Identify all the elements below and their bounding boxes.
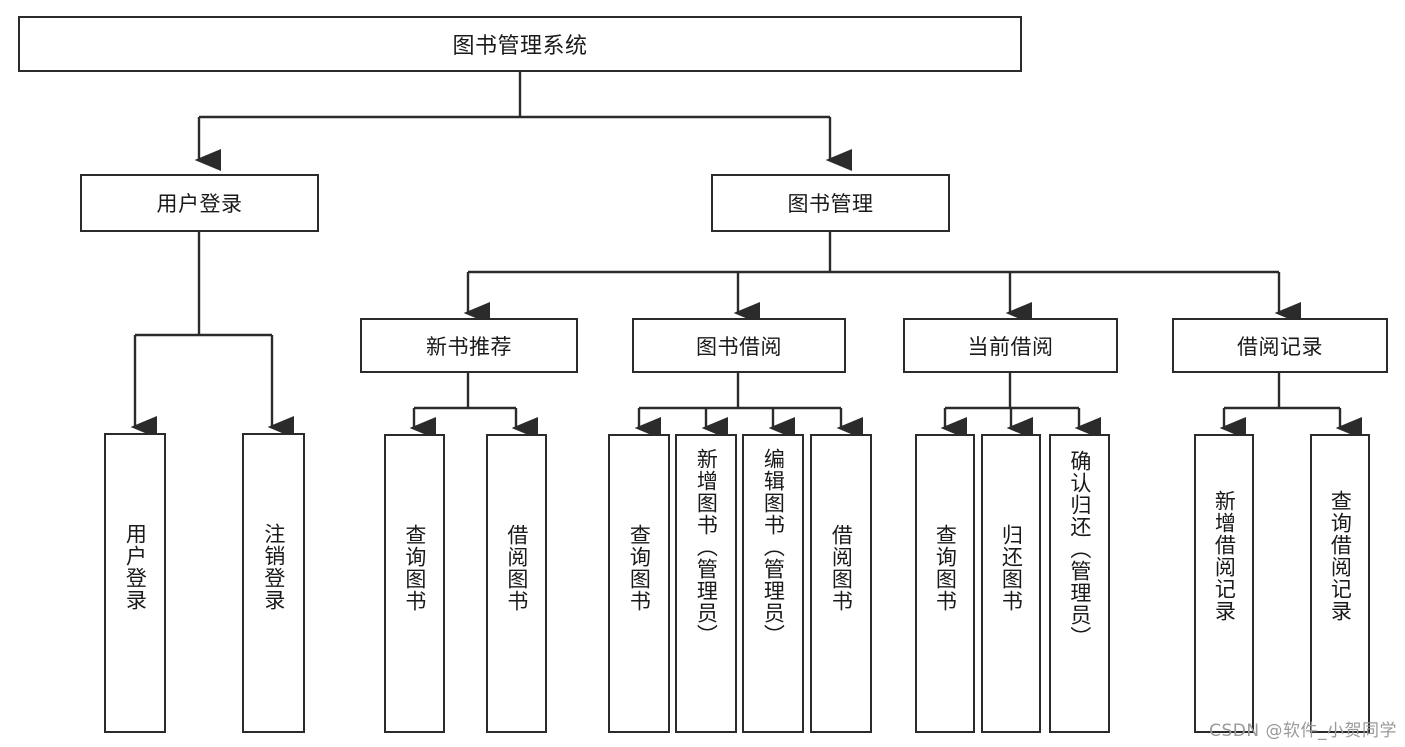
leaf-user-login[interactable]: 用户登录 [104,433,166,733]
leaf-query-book-2-label: 查询图书 [627,524,652,612]
leaf-return-book[interactable]: 归还图书 [981,434,1041,733]
leaf-add-book-admin[interactable]: 新增图书（管理员） [675,434,737,733]
node-book-manage[interactable]: 图书管理 [711,174,950,232]
leaf-query-book-3-label: 查询图书 [933,524,958,612]
leaf-borrow-book-2[interactable]: 借阅图书 [810,434,872,733]
leaf-borrow-book-1[interactable]: 借阅图书 [486,434,547,733]
leaf-add-borrow-record-label: 新增借阅记录 [1212,490,1237,622]
leaf-logout-login-label: 注销登录 [261,523,286,611]
leaf-query-borrow-record-label: 查询借阅记录 [1328,490,1353,622]
leaf-query-borrow-record[interactable]: 查询借阅记录 [1310,434,1370,733]
leaf-add-book-admin-label: 新增图书（管理员） [694,448,719,646]
node-new-book-recommend-label: 新书推荐 [426,334,512,359]
node-root-label: 图书管理系统 [452,34,588,59]
leaf-edit-book-admin[interactable]: 编辑图书（管理员） [742,434,804,733]
watermark: CSDN @软件_小贺同学 [1209,721,1397,741]
node-borrow-record[interactable]: 借阅记录 [1172,318,1388,373]
leaf-borrow-book-1-label: 借阅图书 [504,524,529,612]
leaf-query-book-3[interactable]: 查询图书 [915,434,975,733]
node-book-borrow[interactable]: 图书借阅 [632,318,846,373]
leaf-query-book-2[interactable]: 查询图书 [608,434,670,733]
node-borrow-record-label: 借阅记录 [1237,334,1323,359]
node-root[interactable]: 图书管理系统 [18,16,1022,72]
leaf-return-book-label: 归还图书 [999,524,1024,612]
leaf-add-borrow-record[interactable]: 新增借阅记录 [1194,434,1254,733]
node-current-borrow-label: 当前借阅 [967,334,1054,359]
leaf-edit-book-admin-label: 编辑图书（管理员） [761,448,786,646]
leaf-query-book-1-label: 查询图书 [402,524,427,612]
node-user-login[interactable]: 用户登录 [80,174,319,232]
leaf-logout-login[interactable]: 注销登录 [242,433,305,733]
node-user-login-label: 用户登录 [156,192,243,216]
leaf-confirm-return-admin[interactable]: 确认归还（管理员） [1049,434,1110,733]
node-book-borrow-label: 图书借阅 [696,334,782,359]
leaf-confirm-return-admin-label: 确认归还（管理员） [1067,450,1092,648]
node-book-manage-label: 图书管理 [787,192,874,216]
node-current-borrow[interactable]: 当前借阅 [903,318,1118,373]
node-new-book-recommend[interactable]: 新书推荐 [360,318,578,373]
leaf-user-login-label: 用户登录 [123,523,148,611]
leaf-query-book-1[interactable]: 查询图书 [384,434,445,733]
leaf-borrow-book-2-label: 借阅图书 [829,524,854,612]
